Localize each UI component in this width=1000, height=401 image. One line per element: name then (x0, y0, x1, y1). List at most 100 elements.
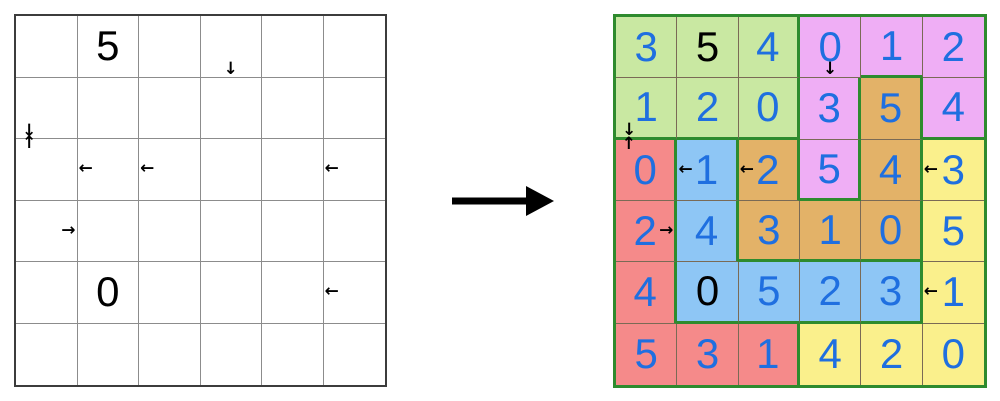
solution-cell-r4-c3[interactable]: 3 (738, 200, 800, 263)
solution-cell-r5-c2[interactable]: 0 (677, 262, 739, 324)
solution-cell-r5-c6[interactable]: 1← (922, 262, 984, 324)
puzzle-cell-r6-c1[interactable] (16, 323, 78, 385)
solution-cell-r1-c4[interactable]: 0↓ (799, 17, 862, 79)
solution-cell-r6-c2[interactable]: 3 (677, 323, 739, 385)
puzzle-cell-r1-c4[interactable]: ↓ (200, 16, 262, 78)
solution-solved-value: 2 (879, 330, 904, 378)
puzzle-cell-r1-c1[interactable] (16, 16, 78, 78)
puzzle-arrow-left-icon: ← (324, 281, 339, 302)
solution-cell-r1-c2[interactable]: 5 (677, 17, 739, 79)
puzzle-arrow-down-icon: ↓ (22, 121, 37, 141)
puzzle-cell-r1-c2[interactable]: 5 (77, 16, 139, 78)
solution-solved-value: 0 (818, 23, 842, 71)
solution-solved-value: 4 (818, 330, 842, 378)
solution-solved-value: 2 (695, 83, 720, 131)
solution-cell-r4-c5[interactable]: 0 (861, 200, 923, 263)
puzzle-cell-r1-c6[interactable] (323, 16, 385, 78)
solution-given-value: 0 (695, 267, 720, 315)
solution-cell-r3-c6[interactable]: 3← (922, 139, 984, 201)
solution-cell-r2-c2[interactable]: 2 (677, 78, 739, 140)
solution-solved-value: 3 (817, 84, 841, 132)
puzzle-cell-r2-c6[interactable] (323, 77, 385, 139)
solution-cell-r6-c5[interactable]: 2 (861, 323, 923, 385)
solution-solved-value: 0 (941, 330, 965, 378)
solution-solved-value: 2 (633, 207, 657, 255)
puzzle-cell-r3-c2[interactable]: ← (77, 139, 139, 201)
puzzle-cell-r2-c2[interactable] (77, 77, 139, 139)
puzzle-cell-r1-c5[interactable] (262, 16, 324, 78)
solution-cell-r3-c5[interactable]: 4 (861, 139, 923, 201)
puzzle-cell-r5-c2[interactable]: 0 (77, 262, 139, 324)
solution-cell-r6-c6[interactable]: 0 (922, 323, 984, 385)
puzzle-cell-r2-c5[interactable] (262, 77, 324, 139)
solution-cell-r2-c4[interactable]: 3 (799, 78, 862, 140)
puzzle-cell-r3-c1[interactable]: ↑ (16, 135, 78, 201)
solution-cell-r4-c2[interactable]: 4 (677, 200, 739, 263)
solution-cell-r4-c4[interactable]: 1 (799, 200, 862, 263)
solution-solved-value: 3 (634, 23, 658, 71)
puzzle-cell-r2-c1[interactable]: ↓ (16, 77, 78, 141)
puzzle-cell-r2-c3[interactable] (139, 77, 201, 139)
puzzle-cell-r4-c2[interactable] (77, 200, 139, 262)
puzzle-cell-r4-c6[interactable] (323, 200, 385, 262)
puzzle-cell-r5-c4[interactable] (200, 262, 262, 324)
solution-solved-value: 5 (634, 330, 658, 378)
solution-solved-value: 1 (818, 206, 842, 254)
solution-cell-r1-c1[interactable]: 3 (616, 17, 678, 79)
puzzle-cell-r6-c3[interactable] (139, 323, 201, 385)
puzzle-arrow-left-icon: ← (324, 158, 339, 179)
solution-cell-r6-c3[interactable]: 1 (738, 323, 800, 385)
solution-solved-value: 1 (694, 145, 719, 193)
solution-cell-r3-c2[interactable]: 1← (677, 139, 739, 201)
puzzle-cell-r5-c6[interactable]: ← (323, 262, 385, 324)
solution-cell-r5-c5[interactable]: 3 (861, 262, 923, 324)
solution-cell-r4-c1[interactable]: 2→ (616, 200, 678, 263)
puzzle-cell-r4-c5[interactable] (262, 200, 324, 262)
solution-cell-r1-c5[interactable]: 1 (861, 17, 923, 79)
puzzle-grid[interactable]: 5↓↓↑←←←→0← (14, 14, 387, 387)
puzzle-cell-r6-c6[interactable] (323, 323, 385, 385)
puzzle-cell-r6-c5[interactable] (262, 323, 324, 385)
solution-cell-r6-c4[interactable]: 4 (799, 323, 862, 385)
solution-solved-value: 3 (878, 267, 903, 315)
solution-cell-r3-c3[interactable]: 2← (738, 139, 800, 201)
puzzle-cell-r4-c1[interactable]: → (16, 200, 78, 262)
puzzle-cell-r5-c5[interactable] (262, 262, 324, 324)
puzzle-cell-r3-c4[interactable] (200, 139, 262, 201)
puzzle-cell-r3-c6[interactable]: ← (323, 139, 385, 201)
puzzle-cell-r6-c4[interactable] (200, 323, 262, 385)
solution-cell-r1-c6[interactable]: 2 (922, 17, 984, 79)
puzzle-cell-r2-c4[interactable] (200, 77, 262, 139)
solution-solved-value: 1 (634, 83, 658, 131)
puzzle-cell-r5-c1[interactable] (16, 262, 78, 324)
solution-solved-value: 4 (878, 145, 903, 193)
solution-cell-r3-c1[interactable]: 0↑ (616, 135, 678, 201)
solution-solved-value: 0 (756, 83, 780, 131)
solution-cell-r2-c6[interactable]: 4 (922, 78, 984, 140)
solution-cell-r3-c4[interactable]: 5 (799, 139, 862, 201)
puzzle-cell-r4-c3[interactable] (139, 200, 201, 262)
solution-cell-r2-c1[interactable]: 1↓ (616, 78, 678, 140)
solution-cell-r1-c3[interactable]: 4 (738, 17, 800, 79)
solution-solved-value: 4 (694, 207, 719, 255)
solution-cell-r2-c3[interactable]: 0 (738, 78, 800, 140)
solution-cell-r5-c3[interactable]: 5 (738, 262, 800, 324)
puzzle-cell-r3-c5[interactable] (262, 139, 324, 201)
solution-solved-value: 5 (878, 84, 903, 132)
puzzle-cell-r3-c3[interactable]: ← (139, 139, 201, 201)
puzzle-cell-r6-c2[interactable] (77, 323, 139, 385)
solution-solved-value: 2 (756, 145, 780, 193)
puzzle-given-value: 5 (96, 22, 120, 70)
solution-cell-r2-c5[interactable]: 5 (861, 78, 923, 140)
solution-cell-r5-c4[interactable]: 2 (799, 262, 862, 324)
solution-cell-r4-c6[interactable]: 5 (922, 200, 984, 263)
solution-cell-r6-c1[interactable]: 5 (616, 323, 678, 385)
solution-solved-value: 4 (633, 268, 657, 316)
puzzle-cell-r1-c3[interactable] (139, 16, 201, 78)
solution-solved-value: 0 (633, 145, 657, 193)
puzzle-cell-r5-c3[interactable] (139, 262, 201, 324)
puzzle-cell-r4-c4[interactable] (200, 200, 262, 262)
solution-cell-r5-c1[interactable]: 4 (616, 262, 678, 324)
solution-solved-value: 4 (941, 83, 965, 131)
